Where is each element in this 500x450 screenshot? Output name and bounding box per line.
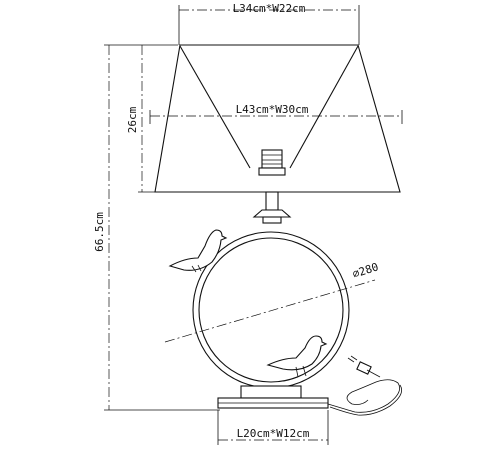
base-label: L20cm*W12cm xyxy=(237,427,310,440)
shade-height-dimension: 26cm xyxy=(126,44,178,193)
ring-diameter-label: ⌀280 xyxy=(351,260,380,281)
total-height-label: 66.5cm xyxy=(93,212,106,252)
bird-bottom-icon xyxy=(266,335,328,378)
bulb-socket xyxy=(252,149,292,224)
shade-top-dimension: L34cm*W22cm xyxy=(178,2,360,45)
base-dimension: L20cm*W12cm xyxy=(217,410,329,445)
shade-height-label: 26cm xyxy=(126,106,139,133)
total-height-dimension: 66.5cm xyxy=(93,44,220,411)
lamp-shade: L43cm*W30cm xyxy=(149,44,403,193)
shade-top-label: L34cm*W22cm xyxy=(233,2,306,15)
power-cable xyxy=(327,355,403,416)
lamp-base xyxy=(217,385,329,409)
shade-bottom-label: L43cm*W30cm xyxy=(236,103,309,116)
bird-top-icon xyxy=(168,229,228,273)
ring-body: ⌀280 xyxy=(164,231,380,389)
